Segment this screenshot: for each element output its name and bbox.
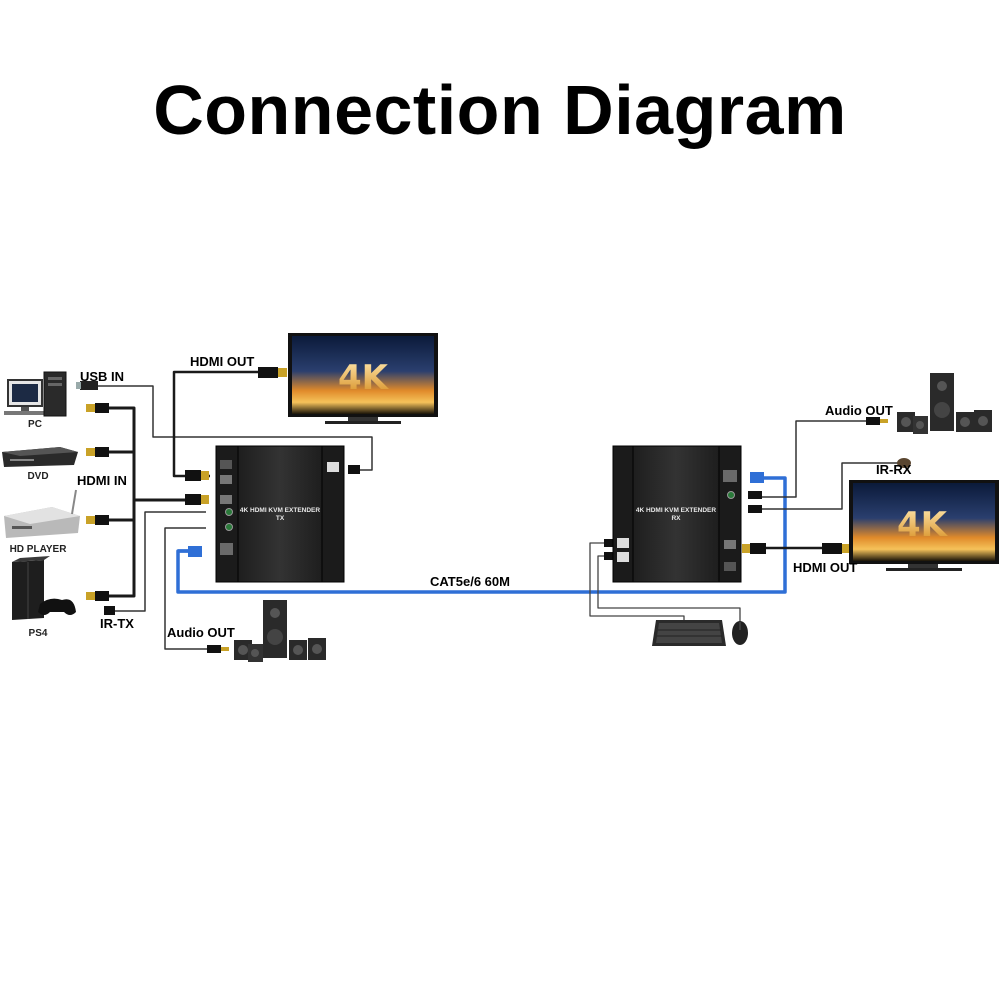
keyboard-cable — [589, 542, 685, 620]
label-usb-in: USB IN — [80, 369, 124, 384]
label-hdmi-in: HDMI IN — [77, 473, 127, 488]
hdmi-cable-pc — [108, 406, 205, 502]
hdmi-cable-ps4 — [108, 500, 136, 598]
tv-4k-text-tx: 4K — [338, 358, 390, 398]
connectors — [76, 367, 911, 653]
source-label-hd-player: HD PLAYER — [10, 544, 68, 555]
label-ir-tx: IR-TX — [100, 616, 134, 631]
label-ir-rx: IR-RX — [876, 462, 912, 477]
hd-player-icon — [4, 489, 80, 538]
mouse-icon — [732, 621, 748, 645]
label-cable: CAT5e/6 60M — [430, 574, 510, 589]
tx-unit-sublabel: TX — [276, 515, 285, 522]
speaker-set-tx — [234, 600, 326, 662]
source-label-ps4: PS4 — [29, 628, 48, 639]
label-hdmi-out-tx: HDMI OUT — [190, 354, 254, 369]
usb-cable — [98, 385, 373, 471]
tx-unit-label: 4K HDMI KVM EXTENDER — [240, 507, 320, 514]
label-audio-out-tx: Audio OUT — [167, 625, 235, 640]
source-label-pc: PC — [28, 419, 42, 430]
keyboard-icon — [652, 620, 726, 646]
source-label-dvd: DVD — [27, 471, 48, 482]
label-audio-out-rx: Audio OUT — [825, 403, 893, 418]
pc-icon — [4, 371, 67, 417]
page-title: Connection Diagram — [153, 71, 847, 149]
tv-4k-text-rx: 4K — [897, 505, 949, 545]
rx-unit-sublabel: RX — [671, 515, 681, 522]
mouse-cable — [597, 555, 741, 622]
ir-tx-cable — [115, 511, 206, 612]
tx-extender-unit: 4K HDMI KVM EXTENDER TX — [215, 445, 345, 583]
ir-rx-cable — [750, 462, 898, 510]
tv-rx-side: 4K — [849, 480, 999, 571]
dvd-player-icon — [2, 447, 78, 467]
audio-cable-tx — [164, 527, 207, 650]
speaker-set-rx — [897, 373, 992, 434]
rx-extender-unit: 4K HDMI KVM EXTENDER RX — [612, 445, 742, 583]
audio-cable-rx — [748, 420, 880, 498]
rx-unit-label: 4K HDMI KVM EXTENDER — [636, 507, 716, 514]
ps4-icon — [12, 556, 76, 620]
label-hdmi-out-rx: HDMI OUT — [793, 560, 857, 575]
tv-tx-side: 4K — [288, 333, 438, 424]
